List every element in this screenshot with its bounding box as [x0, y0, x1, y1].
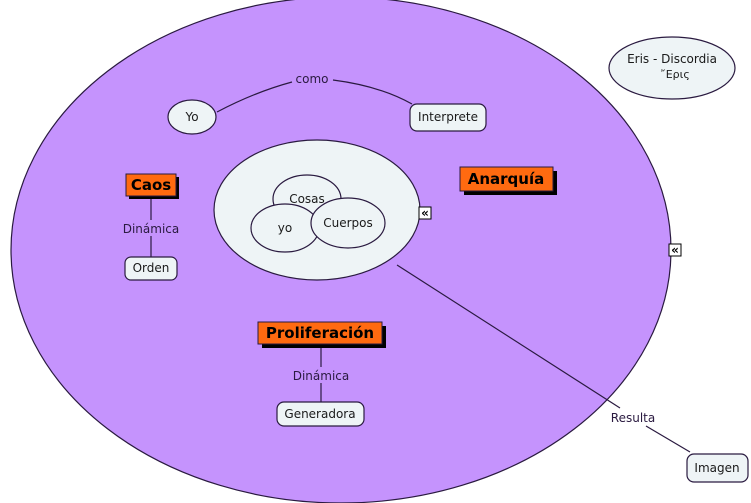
orden-label: Orden [133, 261, 170, 275]
node-caos[interactable] [125, 173, 177, 197]
node-yo[interactable] [167, 99, 217, 135]
generadora-label: Generadora [284, 407, 355, 421]
eris-label-line1: Eris - Discordia [627, 52, 717, 66]
link-label-dinamica-caos: Dinámica [123, 222, 180, 236]
node-generadora[interactable] [276, 401, 365, 427]
node-orden[interactable] [124, 256, 178, 281]
eris-label-line2: ῎Ερις [660, 68, 690, 81]
link-line-resulta-imagen [645, 425, 691, 453]
link-label-resulta: Resulta [611, 411, 655, 425]
node-cuerpos[interactable] [310, 197, 386, 249]
link-line-cluster-resulta [396, 264, 621, 409]
imagen-label: Imagen [694, 461, 739, 475]
node-interprete[interactable] [409, 103, 487, 132]
yo-inner-label: yo [278, 221, 292, 235]
link-label-dinamica-prolif: Dinámica [293, 369, 350, 383]
anarquia-label: Anarquía [468, 170, 545, 188]
node-proliferacion[interactable] [257, 321, 383, 345]
node-anarquia[interactable] [459, 166, 554, 192]
collapse-outer-button[interactable]: « [668, 243, 682, 257]
proliferacion-label: Proliferación [266, 324, 374, 342]
collapse-inner-button[interactable]: « [418, 206, 432, 220]
link-label-como: como [296, 72, 329, 86]
caos-label: Caos [131, 176, 171, 194]
cuerpos-label: Cuerpos [323, 216, 373, 230]
node-eris[interactable] [608, 36, 736, 100]
node-imagen[interactable] [686, 453, 749, 483]
interprete-label: Interprete [418, 110, 478, 124]
double-chevron-left-icon: « [421, 206, 429, 220]
yo-label: Yo [184, 110, 198, 124]
link-line-como-interprete [332, 79, 413, 105]
double-chevron-left-icon: « [671, 243, 679, 257]
link-line-yo-como [216, 81, 293, 113]
cosas-label: Cosas [289, 192, 325, 206]
